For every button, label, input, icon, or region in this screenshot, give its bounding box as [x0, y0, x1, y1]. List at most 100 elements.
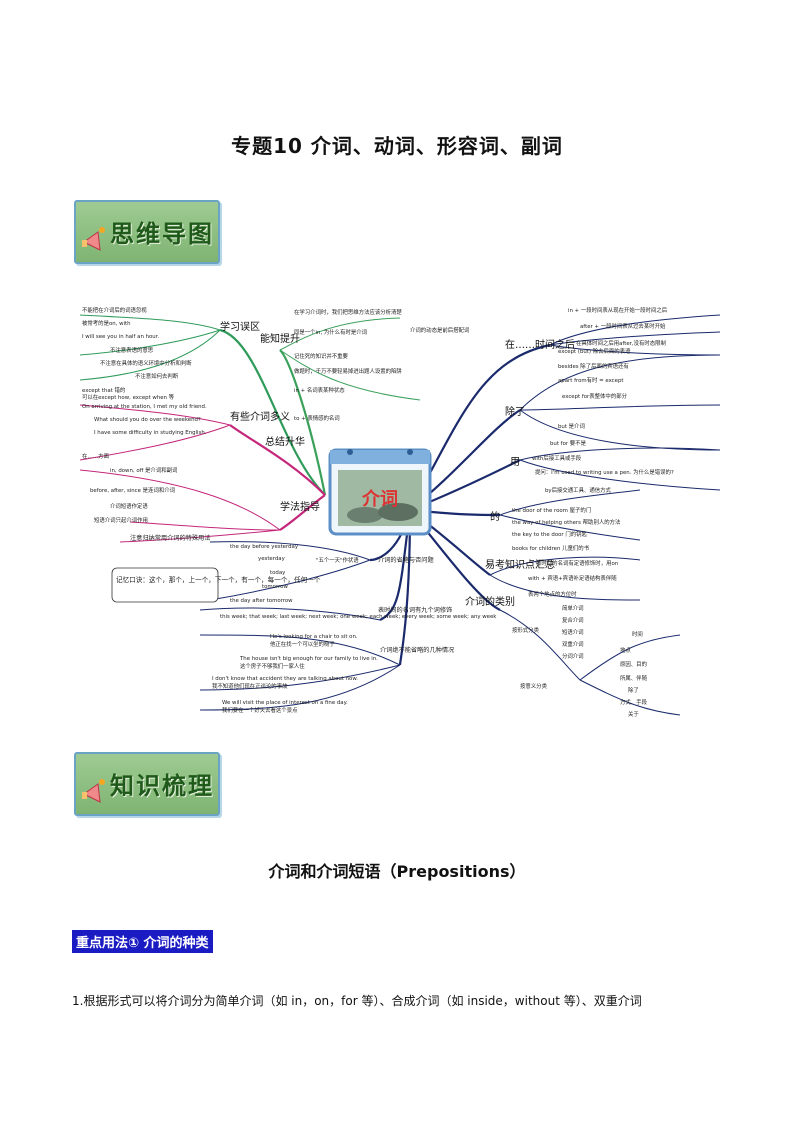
branch-easy-points: 易考知识点汇总	[485, 558, 555, 571]
svg-text:the day before yesterday: the day before yesterday	[230, 544, 299, 550]
svg-text:不注意在具体的语义环境中分析和判断: 不注意在具体的语义环境中分析和判断	[100, 359, 192, 367]
svg-text:in, down, off 是介词和副词: in, down, off 是介词和副词	[110, 466, 177, 474]
svg-text:表两个地点的方位时: 表两个地点的方位时	[528, 590, 577, 598]
svg-text:短语介词只起介词作用: 短语介词只起介词作用	[94, 516, 148, 524]
svg-text:to + 表情感的名词: to + 表情感的名词	[294, 414, 340, 422]
svg-text:apart from有时 = except: apart from有时 = except	[558, 376, 623, 384]
branch-categories: 介词的类别	[465, 595, 515, 608]
svg-text:except for表整体中的部分: except for表整体中的部分	[562, 392, 628, 400]
branch-summary: 总结升华	[265, 435, 305, 448]
svg-text:我们要在一个好天去看这个景点: 我们要在一个好天去看这个景点	[222, 706, 298, 714]
body-paragraph: 1.根据形式可以将介词分为简单介词（如 in，on，for 等）、合成介词（如 …	[72, 994, 642, 1008]
branch-nine-modifiers: 表时间的名词有九个词修饰	[378, 606, 452, 614]
svg-text:The house isn't big enough for: The house isn't big enough for our famil…	[239, 656, 378, 662]
svg-text:分词介词: 分词介词	[562, 652, 584, 660]
branch-except: 除了	[505, 405, 525, 418]
svg-text:with后接工具或手段: with后接工具或手段	[532, 454, 582, 462]
svg-text:时间: 时间	[632, 630, 643, 638]
svg-text:after + 一段时间表从过去某时开始: after + 一段时间表从过去某时开始	[580, 322, 666, 330]
megaphone-icon	[82, 779, 105, 803]
svg-text:I don't know that accident the: I don't know that accident they are talk…	[212, 676, 358, 682]
mindmap-banner: 思维导图	[74, 200, 220, 264]
branch-multi-meaning: 有些介词多义	[230, 410, 290, 423]
mindmap-center-label: 介词	[361, 488, 398, 510]
mindmap: 介词 学习误区 能知提升 有些介词多义 总结升华 学法指导 不能把在介词后的词语…	[80, 306, 720, 718]
svg-text:介词的动态是前后搭配词: 介词的动态是前后搭配词	[410, 326, 469, 334]
svg-text:介词短语作定语: 介词短语作定语	[110, 502, 148, 510]
svg-text:原因、目的: 原因、目的	[620, 660, 647, 668]
svg-text:books for children 儿童们的书: books for children 儿童们的书	[512, 544, 590, 552]
knowledge-banner: 知识梳理	[74, 752, 220, 816]
memo-text: 记忆口诀：这个，那个，上一个，下一个，有一个，每一个，任何一个	[116, 575, 321, 584]
svg-text:短语介词: 短语介词	[562, 628, 584, 636]
svg-text:做题时，千万不要轻易掉进出题人设置的陷阱: 做题时，千万不要轻易掉进出题人设置的陷阱	[294, 367, 402, 375]
svg-text:在具体时间之后用after,没有时态限制: 在具体时间之后用after,没有时态限制	[576, 339, 666, 347]
svg-text:with + 宾语+宾语补足语结构表伴随: with + 宾语+宾语补足语结构表伴随	[528, 574, 617, 582]
svg-text:He's looking for a chair to si: He's looking for a chair to sit on.	[270, 634, 358, 640]
knowledge-banner-text: 知识梳理	[110, 772, 214, 800]
branch-omission: 介词的省略与否问题	[378, 556, 434, 564]
megaphone-icon	[82, 227, 105, 251]
svg-text:不注意如何去判断: 不注意如何去判断	[135, 372, 179, 380]
svg-text:this week; that week; last wee: this week; that week; last week; next we…	[220, 614, 497, 620]
svg-text:他正在找一个可以坐的椅子: 他正在找一个可以坐的椅子	[270, 640, 335, 648]
branch-use: 用	[510, 457, 520, 468]
svg-text:but for 要不是: but for 要不是	[550, 440, 587, 447]
svg-text:这个房子不够我们一家人住: 这个房子不够我们一家人住	[240, 662, 305, 670]
svg-text:in + 名词表某种状态: in + 名词表某种状态	[294, 386, 345, 394]
svg-text:我不知道他们现在正谈论的事故: 我不知道他们现在正谈论的事故	[212, 682, 288, 690]
svg-text:by后接交通工具、通信方式: by后接交通工具、通信方式	[545, 486, 612, 494]
svg-text:today: today	[270, 570, 286, 576]
svg-text:记住死的知识并不重要: 记住死的知识并不重要	[294, 352, 349, 360]
section-title: 介词和介词短语（Prepositions）	[268, 862, 526, 881]
svg-text:不注意表语的意思: 不注意表语的意思	[110, 346, 154, 354]
svg-text:方式、手段: 方式、手段	[620, 698, 648, 706]
svg-text:所属、伴随: 所属、伴随	[620, 674, 648, 682]
svg-text:What should you do over the we: What should you do over the weekend?	[94, 417, 201, 423]
page-title: 专题10 介词、动词、形容词、副词	[231, 134, 563, 158]
svg-text:不能把在介词后的词语忽视: 不能把在介词后的词语忽视	[82, 306, 147, 314]
branch-of: 的	[490, 510, 500, 523]
svg-text:复合介词: 复合介词	[562, 616, 584, 624]
svg-text:注意归纳常用介词的特殊用法: 注意归纳常用介词的特殊用法	[130, 534, 210, 542]
mindmap-banner-text: 思维导图	[110, 220, 214, 248]
branch-after-time: 在……时间之后	[505, 338, 575, 351]
svg-text:同是一个in, 为什么有时是介词: 同是一个in, 为什么有时是介词	[294, 328, 367, 336]
svg-text:简单介词: 简单介词	[562, 604, 584, 612]
usage-heading: 重点用法① 介词的种类	[72, 930, 213, 953]
svg-text:I will see you in half an hour: I will see you in half an hour.	[82, 334, 159, 340]
svg-text:the day after tomorrow: the day after tomorrow	[230, 598, 293, 604]
svg-text:except (but) 除去后面的表语: except (but) 除去后面的表语	[558, 347, 631, 355]
svg-text:双重介词: 双重介词	[562, 640, 584, 648]
svg-text:the door of the room 屋子的门: the door of the room 屋子的门	[512, 506, 591, 514]
svg-text:the way of helping others 帮助别人: the way of helping others 帮助别人的方法	[512, 518, 621, 526]
svg-text:按意义分类: 按意义分类	[520, 682, 548, 690]
svg-text:提问：I'm used to writing use a p: 提问：I'm used to writing use a pen. 为什么是错误…	[535, 468, 674, 476]
svg-text:the key to the door 门的钥匙: the key to the door 门的钥匙	[512, 530, 588, 538]
svg-text:except that 错的: except that 错的	[82, 386, 125, 394]
svg-text:We will visit the place of int: We will visit the place of interest on a…	[222, 700, 348, 706]
svg-text:yesterday: yesterday	[258, 556, 286, 562]
svg-text:"五个一天"作状语: "五个一天"作状语	[316, 556, 359, 564]
branch-ability: 能知提升	[260, 332, 300, 345]
svg-text:On arriving at the station, I: On arriving at the station, I met my old…	[82, 404, 207, 410]
svg-text:按形式分类: 按形式分类	[512, 626, 540, 634]
svg-text:在学习介词时，我们把思维方法应该分析清楚: 在学习介词时，我们把思维方法应该分析清楚	[294, 308, 402, 316]
svg-text:before, after, since 是连词和介词: before, after, since 是连词和介词	[90, 486, 175, 494]
svg-text:in + 一段时间表从现在开始一段时间之后: in + 一段时间表从现在开始一段时间之后	[568, 306, 668, 314]
svg-text:tomorrow: tomorrow	[262, 584, 288, 590]
svg-text:在……方面: 在……方面	[82, 452, 110, 460]
svg-text:被常考的是on, with: 被常考的是on, with	[82, 319, 131, 327]
branch-never-omit: 介词绝不能省略的几种情况	[380, 646, 454, 654]
branch-method: 学法指导	[280, 500, 320, 513]
svg-text:可以在except how, except when 等: 可以在except how, except when 等	[82, 393, 175, 401]
svg-text:besides 除了后面的宾语还有: besides 除了后面的宾语还有	[558, 362, 629, 370]
mindmap-center: 介词	[328, 448, 432, 536]
svg-text:I have some difficulty in stud: I have some difficulty in studying Engli…	[94, 430, 207, 436]
svg-text:关于: 关于	[628, 710, 639, 718]
svg-text:除了: 除了	[628, 686, 639, 694]
branch-study-errors: 学习误区	[220, 320, 260, 333]
svg-text:but 是介词: but 是介词	[558, 422, 585, 430]
svg-text:表时间的名词有定语修饰时，用on: 表时间的名词有定语修饰时，用on	[536, 559, 618, 567]
svg-text:地点: 地点	[620, 646, 631, 654]
